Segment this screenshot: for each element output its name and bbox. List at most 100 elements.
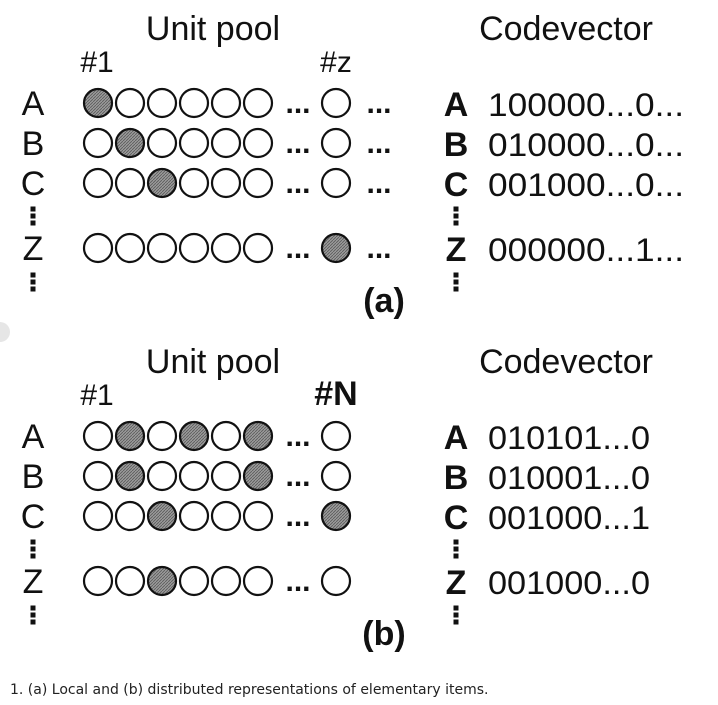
panel-a-row-a-unit-5	[210, 87, 242, 119]
panel-b-row-a-unit-2	[114, 420, 146, 452]
panel-b-row-b-unit-last	[320, 460, 352, 492]
panel-b-row-c-unit-3	[146, 500, 178, 532]
panel-b-row-b-unit-1	[82, 460, 114, 492]
panel-a-row-c-unit-4	[178, 167, 210, 199]
panel-b-row-z-unit-3	[146, 565, 178, 597]
panel-a-row-z-trailing-ellipsis: ...	[366, 232, 391, 265]
panel-a-row-b-codevector: 010000...0...	[488, 127, 684, 163]
panel-a-row-c-codevector: 001000...0...	[488, 167, 684, 203]
panel-b-last-unit-label: #N	[314, 375, 357, 413]
panel-a-unit-pool-title: Unit pool	[146, 10, 280, 48]
panel-a-row-a-code-letter: A	[444, 86, 469, 124]
panel-a-last-unit-label: #z	[320, 46, 352, 79]
panel-b-first-unit-label: #1	[80, 379, 113, 412]
panel-b-row-b-unit-3	[146, 460, 178, 492]
panel-b-row-a-unit-6	[242, 420, 274, 452]
panel-a-row-z-unit-2	[114, 232, 146, 264]
panel-b-row-z-unit-ellipsis: ...	[285, 565, 310, 598]
panel-b-row-c-unit-ellipsis: ...	[285, 500, 310, 533]
panel-a-vertical-ellipsis-4	[453, 272, 459, 292]
panel-a-row-z-unit-6	[242, 232, 274, 264]
panel-a-row-z-unit-5	[210, 232, 242, 264]
panel-a-row-c-unit-last	[320, 167, 352, 199]
panel-a-row-a-unit-ellipsis: ...	[285, 87, 310, 120]
panel-a-codevector-title: Codevector	[479, 10, 653, 48]
panel-a-first-unit-label: #1	[80, 46, 113, 79]
panel-a-row-b-unit-4	[178, 127, 210, 159]
panel-a-row-b-unit-2	[114, 127, 146, 159]
panel-a-row-c-item-label: C	[21, 165, 46, 203]
panel-a-row-b-unit-last	[320, 127, 352, 159]
panel-b-row-b-unit-ellipsis: ...	[285, 460, 310, 493]
panel-a-row-z-codevector: 000000...1...	[488, 232, 684, 268]
panel-b-row-a-unit-ellipsis: ...	[285, 420, 310, 453]
panel-b-row-b-code-letter: B	[444, 459, 469, 497]
panel-b-row-b-codevector: 010001...0	[488, 460, 650, 496]
panel-a-row-a-unit-4	[178, 87, 210, 119]
panel-a-row-c-unit-5	[210, 167, 242, 199]
panel-a-row-b-unit-5	[210, 127, 242, 159]
panel-b-row-z-codevector: 001000...0	[488, 565, 650, 601]
panel-a-row-a-item-label: A	[22, 85, 45, 123]
panel-b-row-c-unit-1	[82, 500, 114, 532]
panel-a-panel-label: (a)	[363, 282, 405, 320]
panel-b-row-b-unit-4	[178, 460, 210, 492]
panel-a-row-a-unit-6	[242, 87, 274, 119]
panel-a-row-z-unit-1	[82, 232, 114, 264]
panel-a-row-b-unit-1	[82, 127, 114, 159]
panel-b-row-c-unit-2	[114, 500, 146, 532]
panel-a-row-c-unit-6	[242, 167, 274, 199]
panel-a-row-c-unit-3	[146, 167, 178, 199]
panel-b-panel-label: (b)	[362, 615, 405, 653]
page-edge-marker	[0, 322, 10, 342]
panel-b-row-b-unit-6	[242, 460, 274, 492]
panel-b-row-c-unit-last	[320, 500, 352, 532]
panel-b-vertical-ellipsis-2	[30, 605, 36, 625]
panel-b-row-c-unit-4	[178, 500, 210, 532]
panel-a-vertical-ellipsis-2	[30, 272, 36, 292]
panel-b-row-z-item-label: Z	[23, 563, 44, 601]
panel-a-row-z-code-letter: Z	[446, 231, 467, 269]
panel-a-row-a-unit-2	[114, 87, 146, 119]
panel-b-row-z-unit-1	[82, 565, 114, 597]
panel-b-row-z-unit-5	[210, 565, 242, 597]
panel-b-row-a-unit-last	[320, 420, 352, 452]
panel-a-row-a-unit-last	[320, 87, 352, 119]
panel-b-codevector-title: Codevector	[479, 343, 653, 381]
panel-b-row-a-unit-1	[82, 420, 114, 452]
panel-b-vertical-ellipsis-1	[30, 539, 36, 559]
panel-b-unit-pool-title: Unit pool	[146, 343, 280, 381]
panel-a-row-z-unit-ellipsis: ...	[285, 232, 310, 265]
panel-b-row-z-unit-2	[114, 565, 146, 597]
panel-b-row-z-unit-6	[242, 565, 274, 597]
panel-a-row-a-trailing-ellipsis: ...	[366, 87, 391, 120]
panel-a-row-z-unit-3	[146, 232, 178, 264]
panel-a-row-b-unit-ellipsis: ...	[285, 127, 310, 160]
panel-a-row-z-unit-4	[178, 232, 210, 264]
panel-a-row-a-codevector: 100000...0...	[488, 87, 684, 123]
panel-a-row-c-unit-2	[114, 167, 146, 199]
panel-a-row-c-unit-1	[82, 167, 114, 199]
panel-b-row-z-unit-last	[320, 565, 352, 597]
panel-b-row-c-item-label: C	[21, 498, 46, 536]
panel-b-row-c-unit-6	[242, 500, 274, 532]
panel-b-row-a-code-letter: A	[444, 419, 469, 457]
panel-b-vertical-ellipsis-3	[453, 539, 459, 559]
panel-b-row-c-codevector: 001000...1	[488, 500, 650, 536]
panel-b-row-a-item-label: A	[22, 418, 45, 456]
panel-a-row-c-code-letter: C	[444, 166, 469, 204]
panel-b-row-c-code-letter: C	[444, 499, 469, 537]
panel-a-row-b-unit-3	[146, 127, 178, 159]
panel-b-row-b-unit-2	[114, 460, 146, 492]
panel-a-row-c-trailing-ellipsis: ...	[366, 167, 391, 200]
panel-a-row-b-trailing-ellipsis: ...	[366, 127, 391, 160]
panel-b-row-a-unit-5	[210, 420, 242, 452]
panel-a-row-z-unit-last	[320, 232, 352, 264]
panel-a-row-b-unit-6	[242, 127, 274, 159]
panel-b-row-a-codevector: 010101...0	[488, 420, 650, 456]
figure-caption: 1. (a) Local and (b) distributed represe…	[10, 682, 489, 698]
panel-b-row-b-item-label: B	[22, 458, 45, 496]
panel-a-row-c-unit-ellipsis: ...	[285, 167, 310, 200]
panel-a-row-b-code-letter: B	[444, 126, 469, 164]
